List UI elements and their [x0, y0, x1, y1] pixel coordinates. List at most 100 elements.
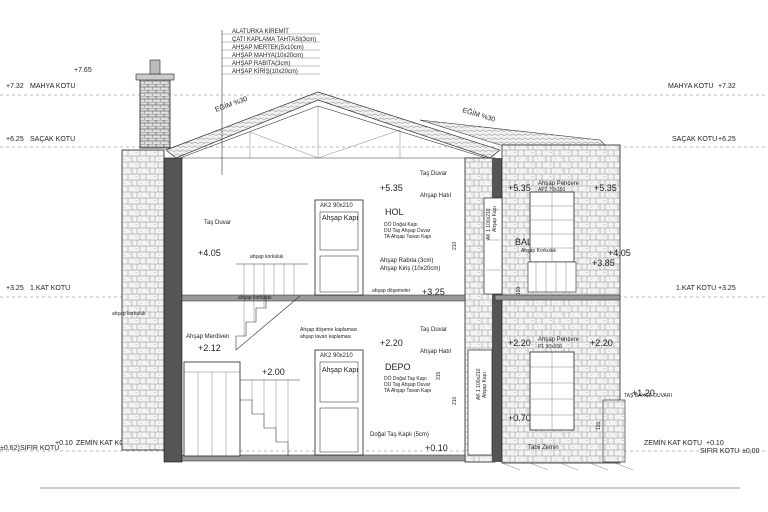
ground-hatch	[501, 462, 634, 471]
note-tavan-kaplama: ahşap tavan kaplaması	[300, 334, 351, 340]
slope-right: EĞİM %30	[461, 105, 496, 124]
note-ahsap-kapi-b: Ahşap Kapı	[482, 372, 488, 398]
elev-212: +2.12	[198, 343, 221, 353]
room-hol: HOL	[385, 207, 404, 217]
lower-side-door	[467, 349, 493, 456]
left-inner-wall	[163, 157, 183, 463]
upper-note-1: DÖ Doğal Kapı	[384, 221, 418, 228]
material-5: AHŞAP RABITA(3cm)	[232, 61, 290, 67]
lower-note-3: TA Ahşap Tavan Kapı	[384, 388, 431, 394]
sifir-right-value: ±0,00	[742, 448, 760, 455]
note-tas-bahce: TAŞ BAHÇE DUVARI	[624, 393, 672, 399]
note-ahsap-hatil: Ahşap Hatıl	[420, 193, 451, 199]
left-level-labels: +7.32 MAHYA KOTU +7.65 +6.25 SAÇAK KOTU …	[0, 67, 134, 452]
dim-315: 315	[436, 371, 442, 380]
kat-value-left: +3.25	[6, 285, 24, 292]
garden-wall	[602, 399, 626, 463]
slope-left: EĞİM %30	[214, 94, 249, 114]
upper-window	[527, 191, 577, 293]
chimney	[139, 77, 171, 149]
sacak-label-left: SAÇAK KOTU	[30, 136, 75, 143]
sifir-label-right: SIFIR KOTU	[700, 448, 739, 455]
dim-190: 190	[516, 286, 522, 295]
sacak-value-left: +6.25	[6, 136, 24, 143]
note-ahsap-dosemeler: ahşap döşemeler	[372, 288, 411, 294]
lower-note-2: DU Taş Ahşap Duvar	[384, 382, 431, 388]
elev-385: +3.85	[592, 258, 615, 268]
upper-note-2: DU Taş Ahşap Duvar	[384, 228, 431, 234]
zemin-value-right: +0.10	[706, 440, 724, 447]
kat-value-right: +3.25	[718, 285, 736, 292]
mahya-value-left: +7.32	[6, 83, 24, 90]
chimney-cap	[135, 73, 175, 81]
right-level-labels: MAHYA KOTU +7.32 SAÇAK KOTU +6.25 1.KAT …	[644, 83, 760, 455]
mahya-label-left: MAHYA KOTU	[30, 83, 75, 90]
note-ahsap-hatil-2: Ahşap Hatıl	[420, 349, 451, 355]
note-pencere-bot: P1 90x150	[538, 344, 562, 350]
zemin-label-right: ZEMİN KAT KOTU	[644, 438, 702, 447]
chimney-top-value: +7.65	[74, 67, 92, 74]
note-ahsap-rabita: Ahşap Rabıta (3cm)	[380, 258, 433, 264]
sacak-value-right: +6.25	[718, 136, 736, 143]
note-ahsap-pencere: Ahşap Pencere	[538, 181, 580, 187]
dim-210b: 210	[452, 396, 458, 405]
note-doseme-kaplama: Ahşap döşeme kaplaması	[300, 327, 358, 333]
upper-door: AK2 90x210 Ahşap Kapı	[314, 199, 364, 296]
upper-note-3: TA Ahşap Tavan Kapı	[384, 234, 431, 240]
lower-stair	[183, 361, 300, 457]
balkon-slab	[494, 294, 621, 301]
note-tas-duvar-left: Taş Duvar	[204, 220, 231, 226]
elev-535: +5.35	[380, 183, 403, 193]
elev-120: +1.20	[632, 388, 655, 398]
sifir-label-left: SIFIR KOTU	[20, 445, 59, 452]
room-depo: DEPO	[385, 362, 411, 372]
left-outer-wall	[121, 149, 165, 451]
note-ahsap-merdiven: Ahşap Merdiven	[186, 334, 229, 340]
door-upper-name: Ahşap Kapı	[322, 215, 358, 222]
note-ahsap-kapi-a: Ahşap Kapı	[492, 206, 498, 232]
kat-label-left: 1.KAT KOTU	[30, 285, 70, 292]
sifir-left-value: ±0.62)	[0, 445, 20, 452]
annotations: Taş Duvar Taş Duvar Taş Duvar Ahşap Hatı…	[112, 171, 672, 451]
note-dogal-tas: Doğal Taş Kaplı (5cm)	[370, 432, 429, 438]
elev-200: +2.00	[262, 367, 285, 377]
zemin-label-left: ZEMİN KAT KOTU	[76, 438, 134, 447]
dim-210a: 210	[452, 241, 458, 250]
material-6: AHŞAP KİRİŞ(10x20cm)	[232, 68, 298, 75]
zemin-value-left: +0.10	[55, 440, 73, 447]
door-upper-code: AK2 90x210	[320, 203, 353, 209]
lower-window	[529, 351, 575, 431]
material-1: ALATURKA KİREMİT	[232, 28, 289, 35]
lower-note-1: DÖ Doğal Taş Kapı	[384, 375, 427, 382]
elev-535c: +5.35	[594, 183, 617, 193]
elev-325: +3.25	[422, 287, 445, 297]
note-tas-duvar-2: Taş Duvar	[420, 327, 447, 333]
note-pencere-top: AP2 70x150	[538, 187, 565, 193]
note-tabii-zemin: Tabii Zemin	[528, 445, 559, 451]
material-4: AHŞAP MAHYA(10x20cm)	[232, 53, 303, 59]
elev-070: +0.70	[508, 413, 531, 423]
kat-label-right: 1.KAT KOTU	[676, 285, 716, 292]
elev-220b: +2.20	[508, 338, 531, 348]
right-wall-dark	[492, 158, 502, 462]
upper-stair	[235, 263, 308, 351]
dim-120: 120	[596, 421, 602, 430]
note-ahsap-korkuluk: ahşap korkuluk	[250, 254, 284, 260]
balkon-door	[483, 197, 503, 295]
material-3: AHŞAP MERTEK(5x10cm)	[232, 45, 304, 51]
elev-405b: +4.05	[608, 248, 631, 258]
elev-535b: +5.35	[508, 183, 531, 193]
note-ahsap-korkuluk-2: ahşap korkuluk	[238, 295, 272, 301]
elev-010: +0.10	[425, 443, 448, 453]
elev-405: +4.05	[198, 248, 221, 258]
note-ak1-b: AK 1 100x210	[476, 368, 482, 400]
lower-door: AK2 90x210 Ahşap Kapı	[314, 349, 364, 456]
material-callouts: ALATURKA KİREMİT ÇATI KAPLAMA TAHTASI(3c…	[221, 28, 320, 175]
note-ahsap-pencere-2: Ahşap Pencere	[538, 337, 580, 343]
note-ahsap-korkuluk-3: ahşap korkuluk	[112, 311, 146, 317]
elevation-markers: +5.35 +5.35 +5.35 +4.05 +4.05 +3.85 +3.2…	[198, 183, 655, 453]
material-2: ÇATI KAPLAMA TAHTASI(3cm)	[232, 37, 316, 43]
door-lower-code: AK2 90x210	[320, 353, 353, 359]
elev-220c: +2.20	[590, 338, 613, 348]
